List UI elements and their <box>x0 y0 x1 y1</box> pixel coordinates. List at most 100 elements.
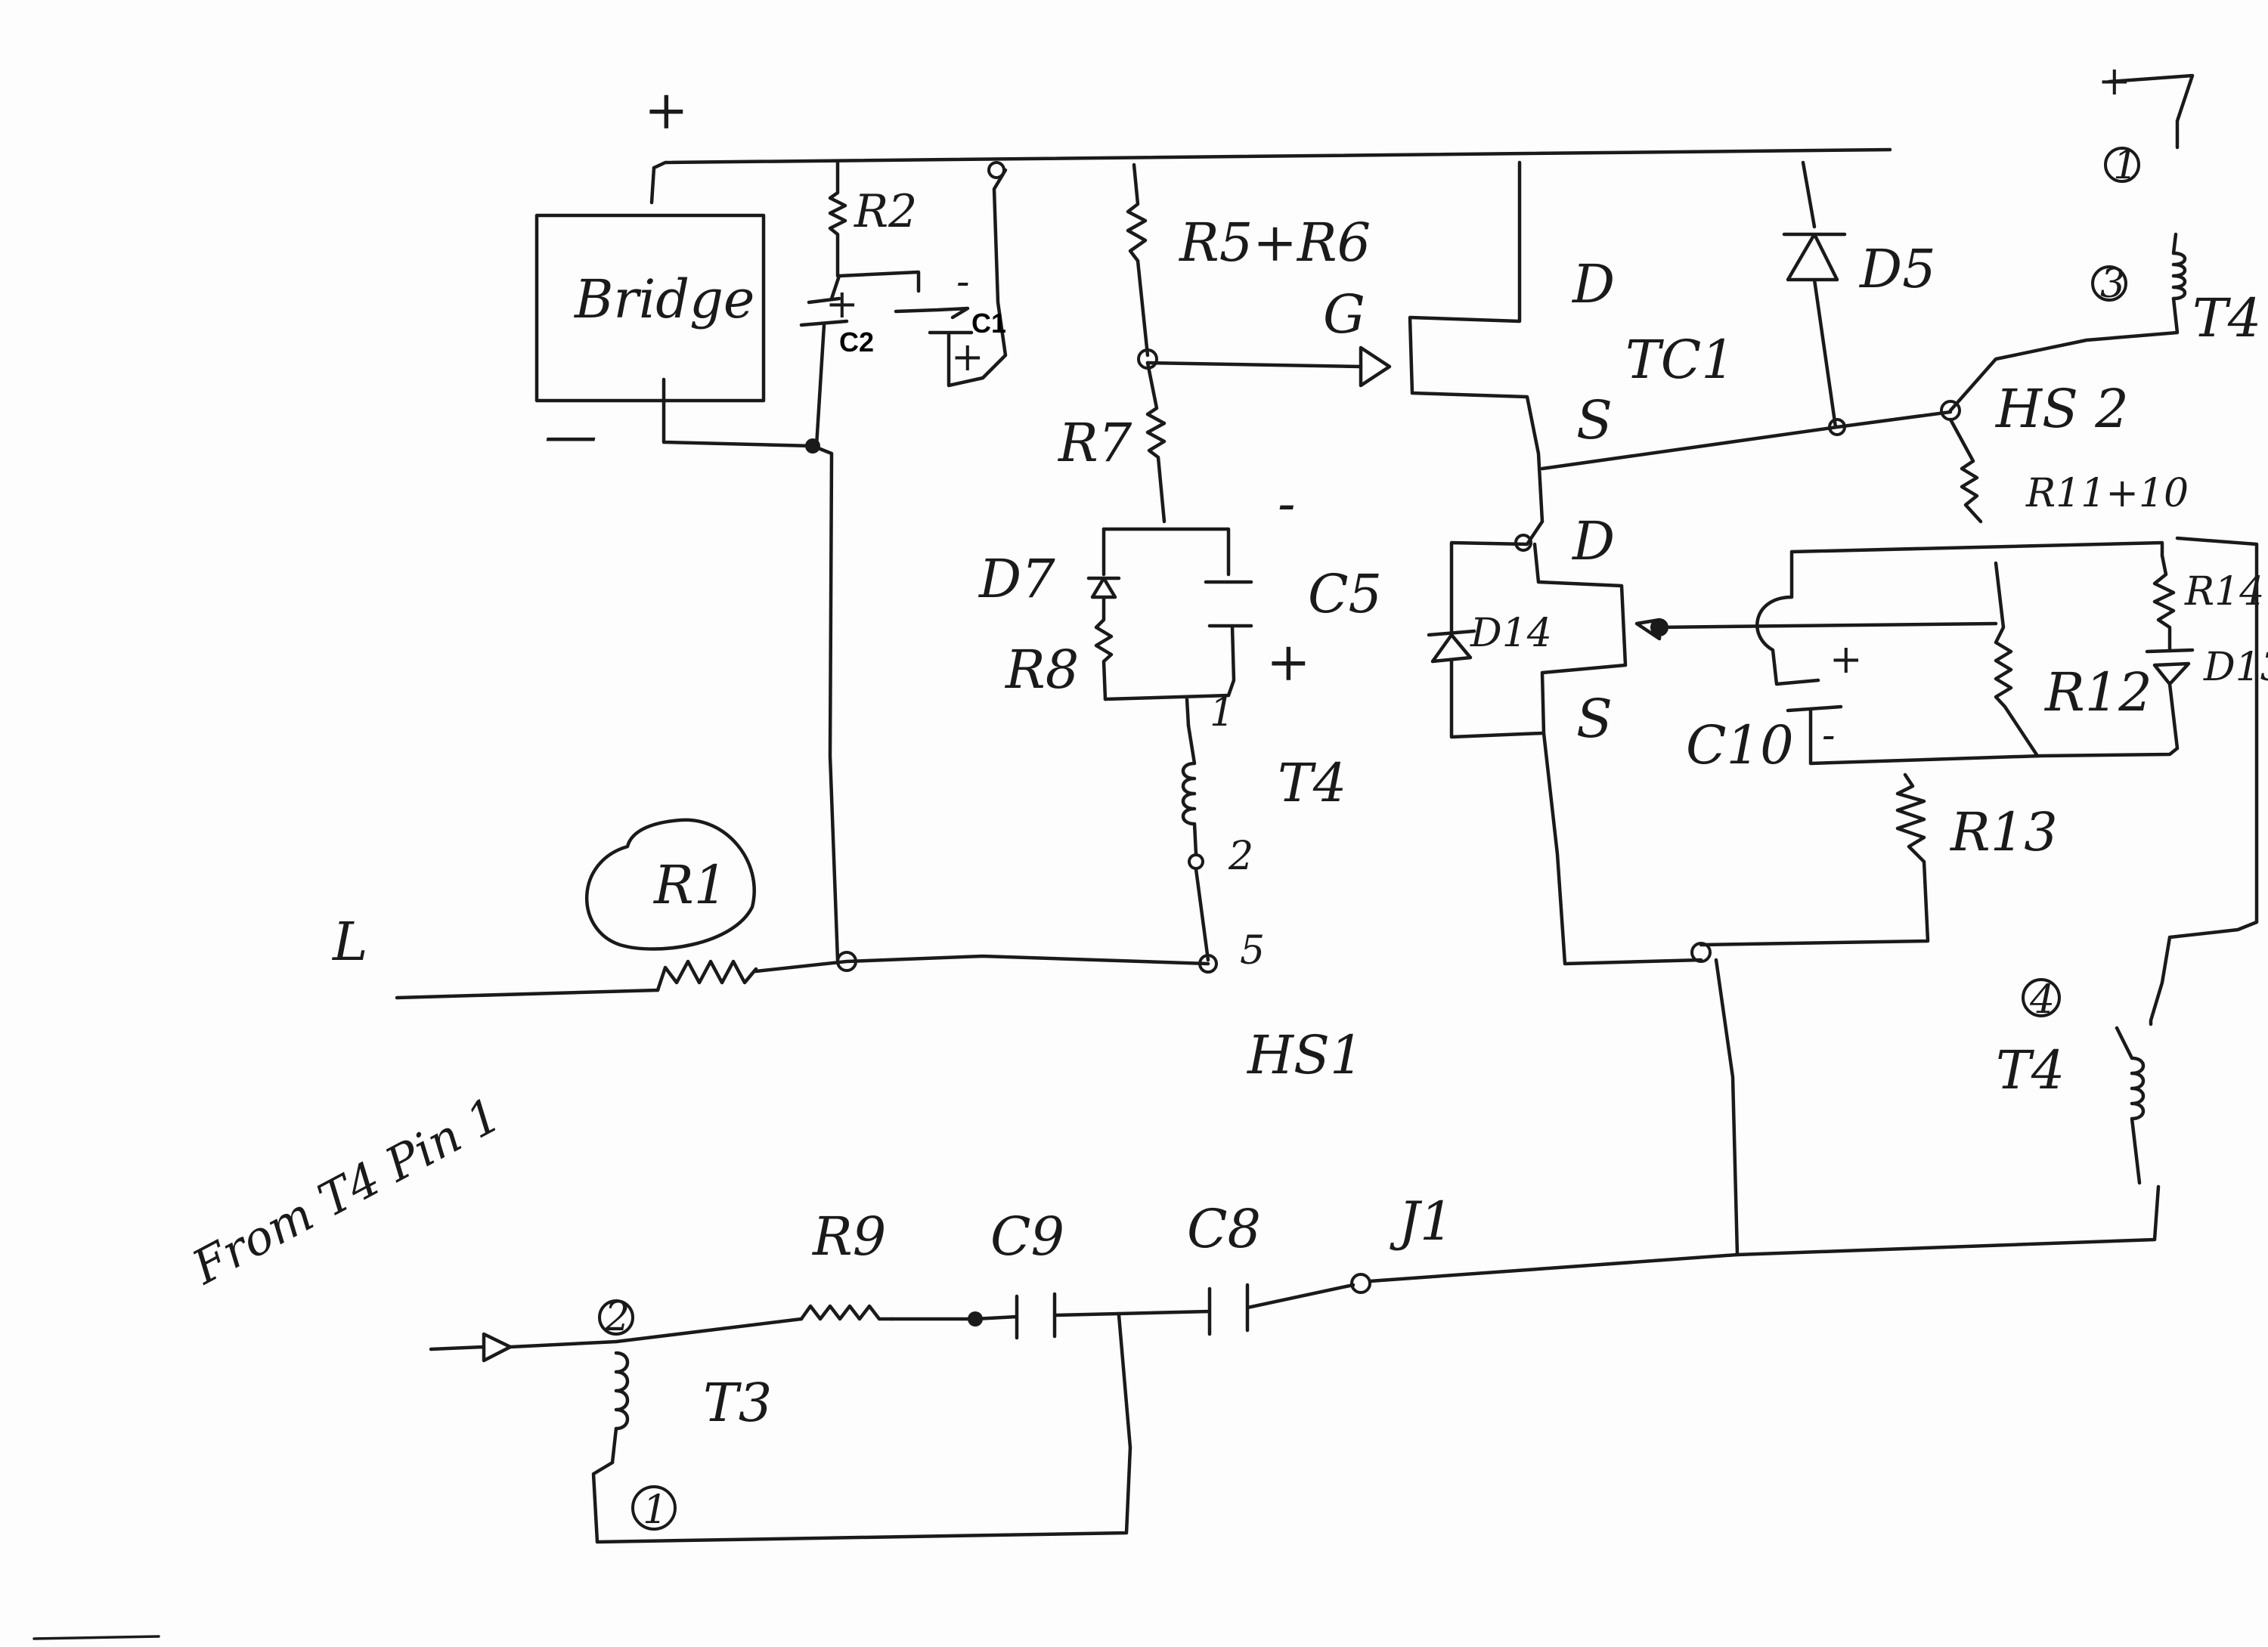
label-pin2-mid: 2 <box>1228 834 1253 879</box>
label-tc1: TC1 <box>1625 329 1735 391</box>
label-c10: C10 <box>1686 714 1794 776</box>
t4-pin2-node <box>1188 853 1204 870</box>
label-r2: R2 <box>854 185 917 238</box>
label-c5-minus: - <box>1278 472 1296 534</box>
t4-coil-top-right <box>2171 232 2187 301</box>
label-pin-circle-3: 3 <box>2100 262 2125 307</box>
rail-node-c1 <box>987 161 1005 179</box>
right-rail <box>2149 536 2259 1026</box>
d14-diode <box>1427 629 1476 664</box>
rail-drop-left <box>649 166 656 205</box>
label-s-top: S <box>1576 389 1613 451</box>
label-pin-circle-1: 1 <box>2113 143 2138 188</box>
r13-resistor <box>1699 772 1930 947</box>
label-hs2: HS 2 <box>1994 378 2129 440</box>
top-positive-rail <box>652 147 1892 170</box>
left-vertical-wire <box>810 444 840 962</box>
label-c1-plus: + <box>951 335 984 380</box>
label-r14: R14 <box>2184 569 2264 615</box>
t4-top-lead <box>2107 73 2195 150</box>
label-l: L <box>331 911 367 973</box>
gate-arrow <box>1359 345 1392 388</box>
c2-capacitor <box>799 296 849 448</box>
label-c5: C5 <box>1308 563 1382 625</box>
t3-loop <box>591 1313 1132 1544</box>
label-minus-left: — <box>544 404 597 466</box>
hs2-to-t4 <box>1948 296 2180 413</box>
label-c2-plus: + <box>826 282 859 327</box>
r12-resistor <box>1994 561 2040 758</box>
c10-top-wire <box>1789 540 2164 558</box>
label-c1-minus: - <box>956 259 970 305</box>
input-arrow <box>429 1332 513 1363</box>
c5-network-top <box>1101 527 1231 577</box>
label-r1: R1 <box>652 854 727 916</box>
pin-circle-1 <box>2104 147 2140 183</box>
label-j1: J1 <box>1390 1190 1454 1252</box>
label-c2: C2 <box>839 327 874 358</box>
r5r6-resistor <box>1126 163 1150 358</box>
label-d14: D14 <box>1470 611 1552 656</box>
label-t4-bottom-right: T4 <box>1996 1039 2065 1101</box>
j1-to-loop <box>1368 1252 1740 1283</box>
r14-resistor <box>2152 553 2176 652</box>
r2-resistor <box>828 160 847 278</box>
c5-capacitor <box>1204 580 1253 698</box>
label-r5r6: R5+R6 <box>1178 212 1371 274</box>
d5-diode <box>1782 160 1847 429</box>
label-c9: C9 <box>990 1206 1064 1268</box>
label-r13: R13 <box>1949 801 2058 863</box>
label-r7: R7 <box>1057 412 1132 474</box>
label-r8: R8 <box>1004 639 1079 701</box>
t3-coil <box>610 1351 630 1465</box>
label-pin-circle-4: 4 <box>2029 977 2055 1023</box>
t4-to-pin5 <box>1194 867 1210 962</box>
pin-circle-3 <box>2091 265 2127 302</box>
j1-node <box>1350 1273 1371 1294</box>
gate-wire <box>1145 361 1363 369</box>
bottom-hs1-line <box>395 988 660 1000</box>
label-c10-minus: - <box>1822 713 1836 758</box>
junction-left-bottom <box>836 951 857 972</box>
label-plus-top: + <box>644 79 689 141</box>
label-t3: T3 <box>703 1372 772 1434</box>
pin-circle-1-t3 <box>631 1485 677 1531</box>
label-d13: D13 <box>2203 645 2268 690</box>
footer-line <box>33 1635 160 1640</box>
c2-top-lead <box>829 274 841 301</box>
label-from-t4: From T4 Pin 1 <box>183 1087 510 1296</box>
bridge-minus-lead <box>662 377 815 448</box>
r9-resistor <box>799 1304 894 1321</box>
r1-resistor <box>655 959 758 992</box>
label-pin-circle-2-t3: 2 <box>604 1295 630 1340</box>
label-pin-circle-1-t3: 1 <box>643 1488 668 1533</box>
d5-bottom-node <box>1828 418 1846 436</box>
label-r12: R12 <box>2043 661 2152 723</box>
label-c1: C1 <box>971 308 1006 339</box>
j1-return-loop <box>1714 958 2161 1257</box>
bridge-block <box>534 213 766 403</box>
c1-lead <box>837 270 970 320</box>
label-r9: R9 <box>811 1206 886 1268</box>
label-pin5: 5 <box>1240 928 1265 974</box>
label-pin-top-plus: + <box>2098 59 2131 104</box>
r11r10-resistor <box>1948 417 1983 524</box>
label-hs1: HS1 <box>1246 1024 1364 1086</box>
lower-mosfet-drain <box>1449 519 1545 633</box>
label-r11r10: R11+10 <box>2025 471 2189 516</box>
label-c8: C8 <box>1187 1198 1261 1260</box>
label-pin1-mid: 1 <box>1210 690 1235 735</box>
label-d-top: D <box>1571 253 1615 315</box>
junction-hs1-right <box>1690 942 1712 963</box>
label-c5-plus: + <box>1266 631 1311 693</box>
c9-capacitor <box>973 1292 1121 1340</box>
pin-circle-4 <box>2022 978 2061 1017</box>
d7-branch <box>1086 527 1121 701</box>
label-t4-mid: T4 <box>1278 752 1346 814</box>
c5-network-bottom <box>1103 693 1231 728</box>
r1-circle <box>585 818 756 951</box>
t3-to-r9 <box>508 1317 804 1349</box>
t4-coil-bottom-right <box>2115 1026 2146 1185</box>
lower-mosfet-body <box>1532 542 1703 966</box>
t4-coil-mid <box>1181 723 1198 856</box>
